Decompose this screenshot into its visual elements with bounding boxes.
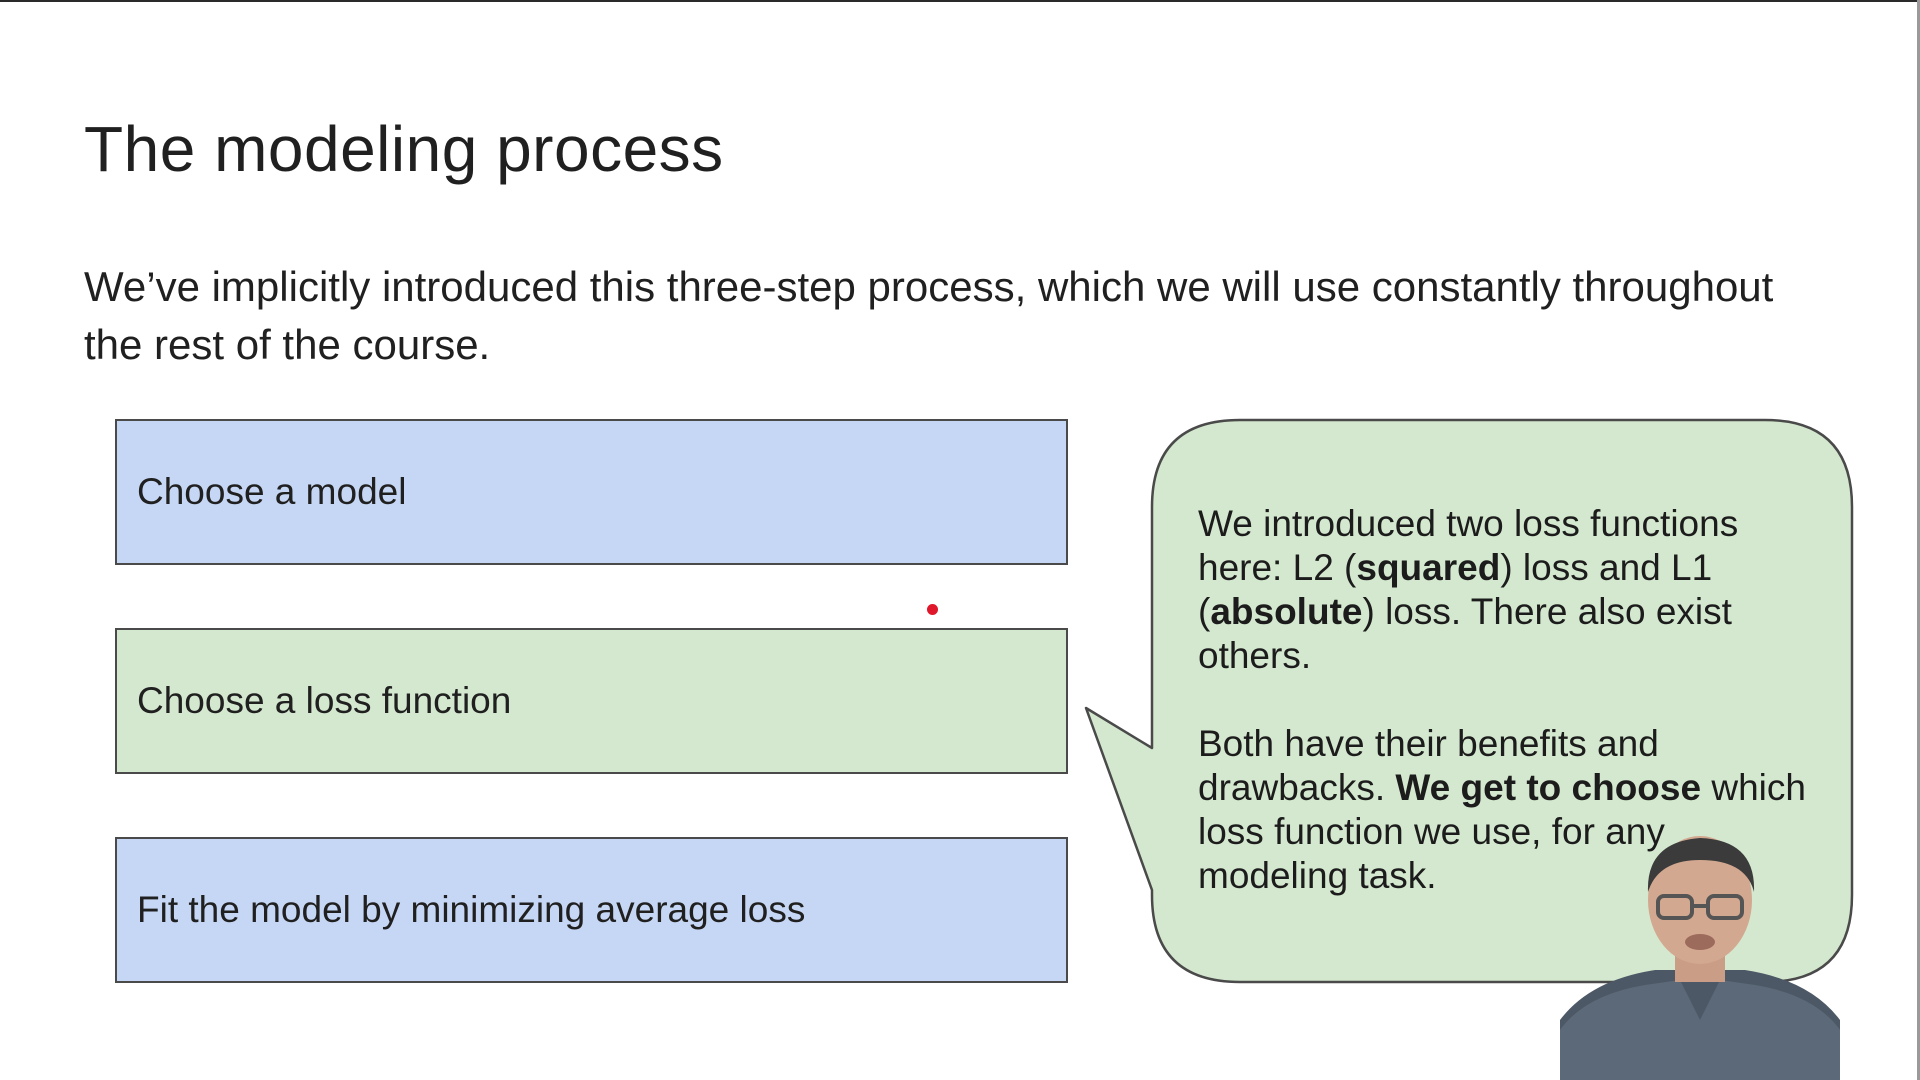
callout-paragraph-2: Both have their benefits and drawbacks. … (1198, 722, 1818, 898)
presenter-figure (1560, 836, 1840, 1080)
callout-paragraph-1: We introduced two loss functions here: L… (1198, 502, 1818, 678)
step-label: Choose a model (137, 471, 407, 512)
callout-bold-squared: squared (1356, 547, 1501, 588)
callout-text-run: We introduced two loss functions here: L… (1198, 503, 1739, 588)
callout-text-run: which loss function we use, for any mode… (1198, 767, 1806, 896)
presenter-webcam-icon (1560, 830, 1840, 1080)
top-border (0, 0, 1920, 2)
slide-intro: We’ve implicitly introduced this three-s… (84, 263, 1774, 368)
callout-text: We introduced two loss functions here: L… (1198, 502, 1818, 898)
callout-text-run: Both have their benefits and drawbacks. (1198, 723, 1659, 808)
callout-bold-choose: We get to choose (1395, 767, 1702, 808)
step-label: Fit the model by minimizing average loss (137, 889, 806, 930)
step-choose-model: Choose a model (115, 419, 1068, 565)
right-border (1917, 0, 1920, 1080)
step-choose-loss: Choose a loss function (115, 628, 1068, 774)
callout-text-run: ) loss and L1 ( (1198, 547, 1713, 632)
step-label: Choose a loss function (137, 680, 512, 721)
callout-text-run: ) loss. There also exist others. (1198, 591, 1732, 676)
callout-bold-absolute: absolute (1210, 591, 1363, 632)
slide-title: The modeling process (84, 113, 724, 185)
step-fit-model: Fit the model by minimizing average loss (115, 837, 1068, 983)
laser-pointer-dot (927, 604, 938, 615)
